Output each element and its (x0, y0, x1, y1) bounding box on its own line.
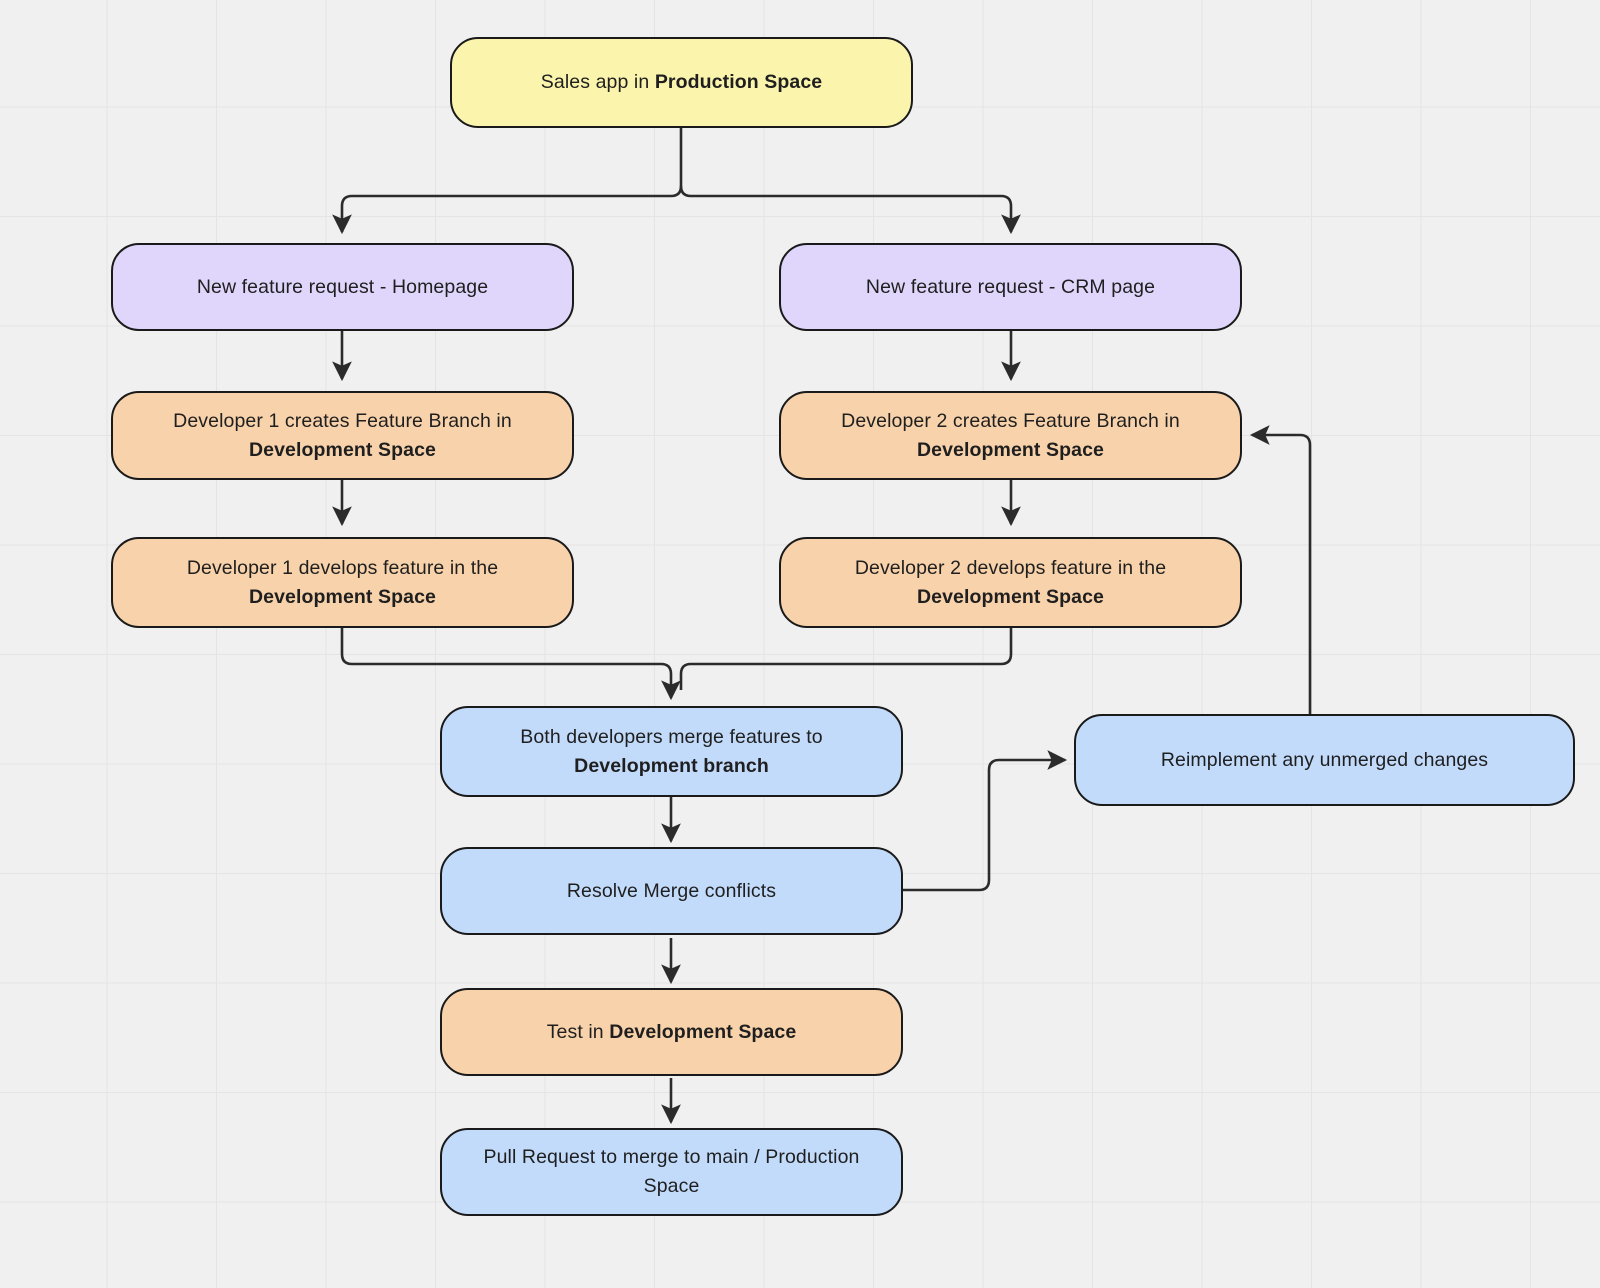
node-resolve-conflicts-text: Resolve Merge conflicts (566, 879, 777, 902)
node-sales-app-text: Sales app in (540, 71, 655, 94)
node-dev2-branch-text: Developer 2 creates Feature Branch in (841, 409, 1180, 432)
node-dev1-develops-text-bold: Development Space (248, 585, 437, 608)
node-test-dev-space-text-bold: Development Space (609, 1020, 797, 1043)
node-reimplement[interactable]: Reimplement any unmerged changes (1074, 714, 1575, 806)
node-pull-request-text: Pull Request to merge to main / Producti… (483, 1146, 860, 1197)
edge-resolve-to-reimplement (903, 750, 1068, 892)
node-dev1-develops[interactable]: Developer 1 develops feature in the Deve… (111, 537, 574, 628)
node-pull-request[interactable]: Pull Request to merge to main / Producti… (440, 1128, 903, 1216)
node-merge-features-text: Both developers merge features to (520, 725, 823, 748)
node-dev1-branch-text-bold: Development Space (248, 438, 437, 461)
node-dev1-branch[interactable]: Developer 1 creates Feature Branch in De… (111, 391, 574, 480)
edge-salesapp-to-homepage (332, 128, 683, 235)
node-dev2-develops[interactable]: Developer 2 develops feature in the Deve… (779, 537, 1242, 628)
node-resolve-conflicts[interactable]: Resolve Merge conflicts (440, 847, 903, 935)
node-feature-crm-text: New feature request - CRM page (865, 275, 1156, 298)
node-feature-homepage-text: New feature request - Homepage (196, 275, 489, 298)
node-sales-app-text-bold: Production Space (654, 71, 823, 94)
edge-reimplement-to-dev2branch (1249, 425, 1312, 714)
node-reimplement-text: Reimplement any unmerged changes (1160, 748, 1489, 771)
node-test-dev-space-text: Test in (546, 1020, 610, 1043)
node-dev2-develops-text-bold: Development Space (916, 585, 1105, 608)
node-sales-app[interactable]: Sales app in Production Space (450, 37, 913, 128)
node-merge-features-text-bold: Development branch (574, 754, 769, 777)
node-dev2-branch[interactable]: Developer 2 creates Feature Branch in De… (779, 391, 1242, 480)
edge-dev1develops-to-merge (340, 628, 681, 701)
edge-salesapp-to-crm (679, 185, 1021, 235)
node-dev1-develops-text: Developer 1 develops feature in the (186, 556, 499, 579)
node-dev1-branch-text: Developer 1 creates Feature Branch in (173, 409, 512, 432)
node-test-dev-space[interactable]: Test in Development Space (440, 988, 903, 1076)
node-merge-features[interactable]: Both developers merge features to Develo… (440, 706, 903, 797)
node-dev2-branch-text-bold: Development Space (916, 438, 1105, 461)
node-feature-homepage[interactable]: New feature request - Homepage (111, 243, 574, 331)
node-dev2-develops-text: Developer 2 develops feature in the (854, 556, 1167, 579)
edge-dev2develops-to-merge (679, 628, 1013, 690)
node-feature-crm[interactable]: New feature request - CRM page (779, 243, 1242, 331)
